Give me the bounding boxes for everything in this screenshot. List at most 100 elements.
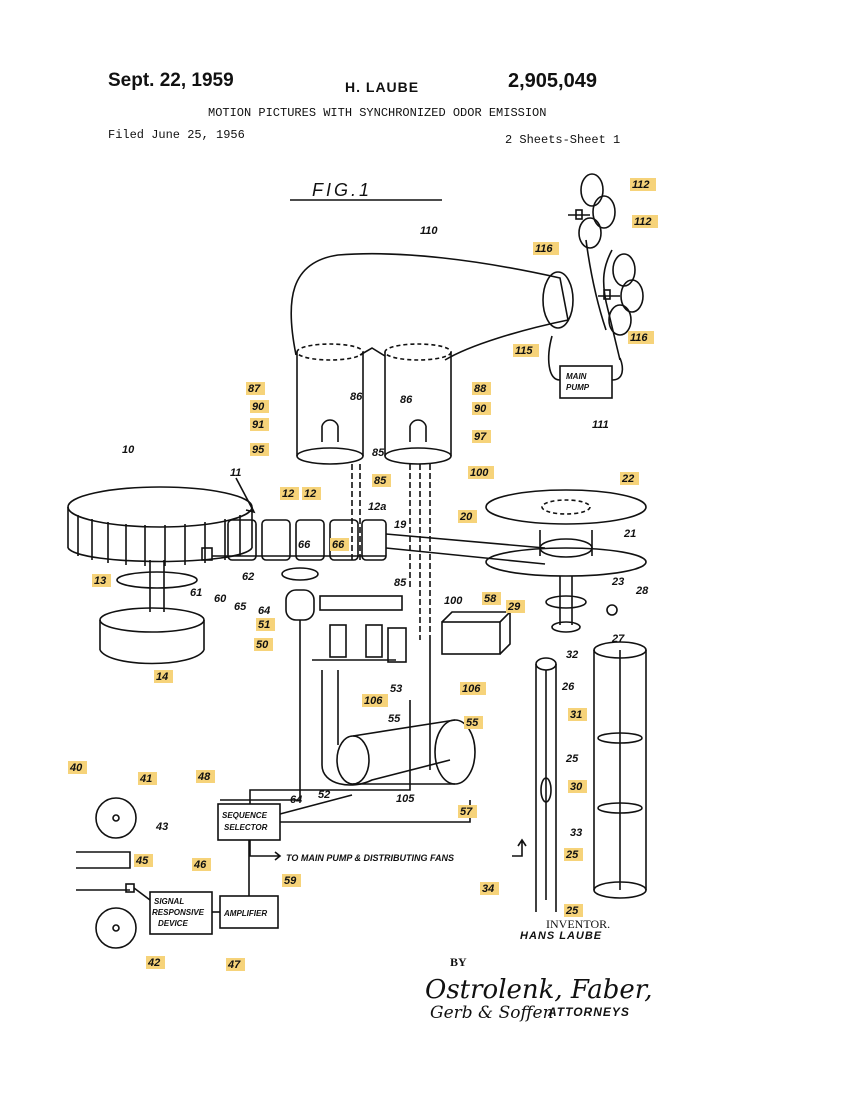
reference-numeral: 61 (190, 587, 202, 599)
reference-numeral: 90 (474, 403, 487, 415)
reference-numeral: 48 (197, 771, 211, 783)
reference-numeral: 95 (252, 444, 265, 456)
reference-numeral: 30 (570, 781, 583, 793)
numeral-highlight (68, 761, 87, 774)
manifold-105 (352, 719, 456, 785)
reference-numeral: 85 (374, 475, 387, 487)
reference-numeral: 12a (368, 501, 386, 513)
solenoid-51 (285, 589, 315, 621)
sequence-selector-box (217, 803, 281, 841)
pulley-22 (485, 489, 647, 577)
arrowhead-11 (245, 503, 256, 514)
numeral-highlight (372, 474, 391, 487)
wire-52 (249, 700, 411, 804)
valve-panel (387, 627, 407, 663)
numeral-highlight (246, 382, 265, 395)
reference-numeral: 43 (155, 821, 168, 833)
reference-numeral: 64 (258, 605, 270, 617)
canister-87 (296, 343, 364, 465)
numeral-highlight (564, 904, 583, 917)
reference-numeral: 41 (139, 773, 152, 785)
reference-numeral: 47 (227, 959, 241, 971)
numeral-highlight (192, 858, 211, 871)
motor-14 (99, 607, 205, 665)
valve-left (329, 624, 347, 658)
reference-numeral: 65 (234, 601, 247, 613)
numeral-highlight (630, 178, 656, 191)
reference-numeral: 22 (621, 473, 634, 485)
reference-numeral: 97 (474, 431, 487, 443)
film-reel-42 (95, 907, 137, 949)
attorneys-label: ATTORNEYS (548, 1005, 630, 1019)
reference-numeral: 13 (94, 575, 106, 587)
filed-date: Filed June 25, 1956 (108, 128, 245, 142)
wire-57 (280, 800, 471, 823)
numeral-highlight (464, 716, 483, 729)
numeral-highlight (256, 618, 275, 631)
reference-numeral: 100 (470, 467, 489, 479)
reference-numeral: 115 (515, 345, 533, 357)
numeral-highlight (506, 600, 525, 613)
reel-41-hub (112, 814, 120, 822)
pump-line-116 (611, 357, 624, 381)
reference-numeral: 27 (611, 633, 625, 645)
reference-numeral: 59 (284, 875, 297, 887)
film-reel-10 (67, 486, 253, 566)
numeral-highlight (138, 772, 157, 785)
numeral-highlight (564, 848, 583, 861)
film-strip-43 (76, 851, 131, 869)
reference-numeral: 52 (318, 789, 330, 801)
reference-numeral: 28 (635, 585, 649, 597)
reference-numeral: 110 (420, 225, 438, 237)
reference-numeral: 85 (372, 447, 385, 459)
reference-numeral: 112 (632, 179, 650, 191)
wire-64 (279, 794, 353, 815)
numeral-highlight (254, 638, 273, 651)
numeral-highlight (362, 694, 388, 707)
reference-numeral: 42 (147, 957, 160, 969)
film-reel-41 (95, 797, 137, 839)
reference-numeral: 50 (256, 639, 269, 651)
figure-label: FIG.1 (312, 180, 372, 200)
numeral-highlight (226, 958, 245, 971)
main-pump-label-line2: PUMP (566, 383, 590, 392)
reel-spindle (116, 560, 198, 612)
signature-line2: Gerb & Soffen (430, 1003, 554, 1023)
reference-numeral: 66 (298, 539, 311, 551)
reference-numeral: 85 (394, 577, 407, 589)
reference-numeral: 32 (566, 649, 578, 661)
reference-numeral: 105 (396, 793, 415, 805)
fan-upper (568, 173, 616, 249)
signal-device-label-line1: SIGNAL (154, 897, 184, 906)
reference-numeral: 21 (623, 528, 636, 540)
arrow-to-fans (512, 838, 527, 857)
reference-numeral: 88 (474, 383, 487, 395)
wire-50 (220, 620, 301, 801)
sequence-selector-label-line1: SEQUENCE (222, 811, 268, 820)
numeral-highlight (282, 874, 301, 887)
reference-numeral: 46 (193, 859, 207, 871)
amplifier-label: AMPLIFIER (223, 909, 267, 918)
reference-numeral: 25 (565, 905, 579, 917)
reference-numeral: 87 (248, 383, 261, 395)
signal-device-label-line3: DEVICE (158, 919, 188, 928)
tube-33 (535, 657, 557, 912)
sequence-selector-label-line2: SELECTOR (224, 823, 268, 832)
signal-device-box (149, 891, 213, 935)
reference-numeral: 25 (565, 753, 579, 765)
numeral-highlight (568, 780, 587, 793)
numeral-highlight (460, 682, 486, 695)
fan-lower (598, 253, 644, 336)
cartridge-chain (201, 519, 387, 561)
reference-numeral: 106 (364, 695, 383, 707)
numeral-highlight (458, 510, 477, 523)
reference-numeral: 40 (69, 762, 83, 774)
numeral-highlight (513, 344, 539, 357)
reference-numeral: 64 (290, 794, 302, 806)
numeral-highlight (472, 430, 491, 443)
numeral-highlight (134, 854, 153, 867)
pipe-106-left (321, 670, 451, 786)
reference-numeral: 12 (304, 488, 316, 500)
fan-cable (585, 239, 607, 331)
tube-26 (593, 641, 647, 899)
